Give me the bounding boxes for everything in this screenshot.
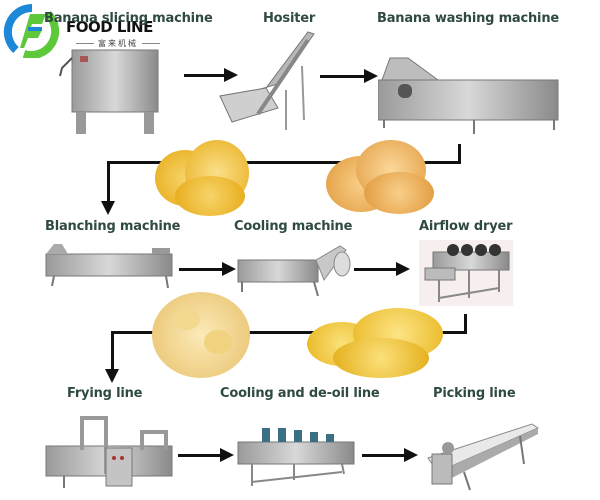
flow-arrow-7-8 <box>178 448 234 462</box>
logo-subtitle: 富来机械 <box>72 38 164 49</box>
logo-brand-text: FOOD LINE <box>66 18 153 36</box>
banana-washing-machine-image <box>378 57 559 134</box>
picking-line-image <box>427 423 540 491</box>
label-banana-slicing-machine: Banana slicing machine <box>44 11 213 26</box>
airflow-dryer-image <box>419 240 513 306</box>
banana-chips-yellow-1-image <box>145 136 255 216</box>
cooling-machine-image <box>237 245 351 297</box>
label-banana-washing-machine: Banana washing machine <box>377 11 559 26</box>
frying-line-image <box>45 416 173 488</box>
label-picking-line: Picking line <box>433 386 516 401</box>
flow-arrow-8-9 <box>362 448 418 462</box>
label-cooling-machine: Cooling machine <box>234 219 353 234</box>
banana-chips-yellow-2-image <box>303 302 453 378</box>
label-airflow-dryer: Airflow dryer <box>419 219 513 234</box>
connector-line <box>111 331 467 334</box>
food-line-logo-icon <box>3 4 60 58</box>
flow-arrow-6-7 <box>105 331 119 383</box>
label-cooling-and-de-oil-line: Cooling and de-oil line <box>220 386 380 401</box>
hoister-image <box>219 31 315 130</box>
flow-arrow-1-2 <box>184 68 238 82</box>
flow-arrow-5-6 <box>354 262 410 276</box>
blanching-machine-image <box>45 244 173 289</box>
banana-chips-orange-image <box>318 138 436 216</box>
banana-chips-pale-image <box>148 286 254 382</box>
connector-line <box>458 144 461 164</box>
connector-line <box>107 161 461 164</box>
banana-slicing-machine-image <box>59 49 159 134</box>
label-blanching-machine: Blanching machine <box>45 219 181 234</box>
cooling-and-de-oil-line-image <box>237 428 355 486</box>
label-frying-line: Frying line <box>67 386 143 401</box>
label-hositer: Hositer <box>263 11 316 26</box>
flow-arrow-3-4 <box>101 161 115 215</box>
flow-arrow-4-5 <box>179 262 236 276</box>
flow-arrow-2-3 <box>320 69 378 83</box>
connector-line <box>464 314 467 334</box>
